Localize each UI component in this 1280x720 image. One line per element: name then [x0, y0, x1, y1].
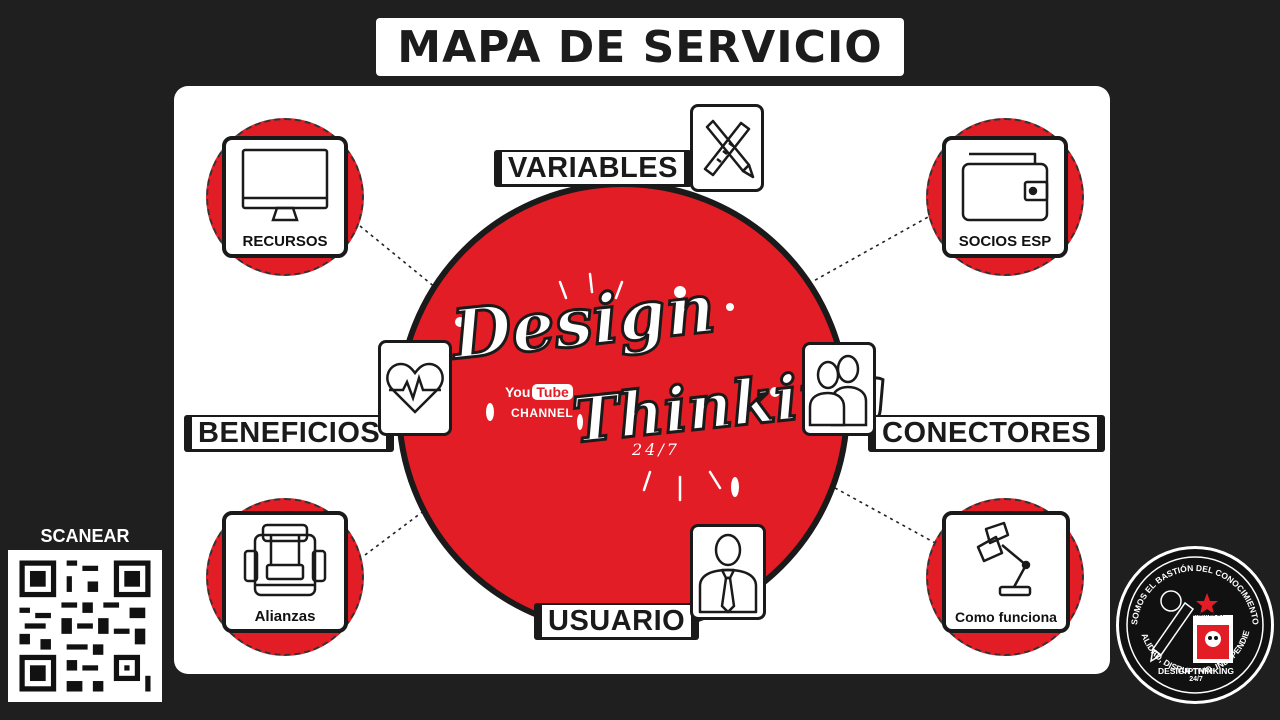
tag-variables: VARIABLES: [494, 150, 692, 187]
tag-usuario-text: USUARIO: [542, 605, 692, 637]
users-icon: [808, 354, 868, 427]
tag-beneficios-text: BENEFICIOS: [192, 417, 387, 449]
conectores-icon-box: [802, 342, 876, 436]
badge-seal-icon: SOMOS EL BASTIÓN DEL CONOCIMIENTO DE CAL…: [1116, 541, 1264, 694]
badge-created: CREATED BY: [1191, 612, 1225, 618]
monitor-icon: [241, 148, 329, 222]
node-recursos-label: RECURSOS: [242, 233, 328, 250]
youtube-word1: You: [505, 384, 531, 400]
beneficios-icon-box: [378, 340, 452, 436]
backpack-icon: [243, 523, 327, 597]
variables-icon-box: [690, 104, 764, 192]
qr-label: SCANEAR: [40, 526, 130, 546]
tag-beneficios: BENEFICIOS: [184, 415, 395, 452]
page-title-box: MAPA DE SERVICIO: [376, 18, 904, 76]
desk-lamp-icon: [976, 521, 1032, 597]
tag-usuario: USUARIO: [534, 603, 700, 640]
tag-conectores-text: CONECTORES: [876, 417, 1098, 449]
channel-text: CHANNEL: [511, 406, 574, 420]
tag-variables-text: VARIABLES: [502, 152, 684, 184]
heart-pulse-icon: [386, 362, 444, 414]
node-socios: SOCIOS ESP: [942, 136, 1068, 258]
wallet-icon: [961, 152, 1049, 222]
node-recursos: RECURSOS: [222, 136, 348, 258]
qr-code-icon: [9, 550, 161, 702]
badge-name: DESIGN THINKING: [1157, 666, 1235, 676]
badge-sub: 24/7: [1189, 676, 1203, 683]
logo-sub: 24/7: [632, 440, 680, 459]
tag-conectores: CONECTORES: [868, 415, 1106, 452]
youtube-logo: You Tube: [505, 384, 573, 400]
center-logo-decoration: [455, 272, 780, 502]
youtube-word2: Tube: [532, 384, 573, 400]
usuario-icon-box: [690, 524, 766, 620]
node-alianzas: Alianzas: [222, 511, 348, 633]
node-como-funciona: Como funciona: [942, 511, 1070, 633]
qr-code-box[interactable]: [8, 550, 162, 702]
pencil-ruler-icon: [703, 119, 755, 179]
page-title: MAPA DE SERVICIO: [397, 21, 883, 73]
user-tie-icon: [698, 533, 758, 614]
brand-badge: SOMOS EL BASTIÓN DEL CONOCIMIENTO DE CAL…: [1116, 541, 1274, 704]
node-socios-label: SOCIOS ESP: [958, 233, 1052, 250]
node-como-funciona-label: Como funciona: [955, 609, 1057, 625]
node-alianzas-label: Alianzas: [254, 608, 316, 625]
